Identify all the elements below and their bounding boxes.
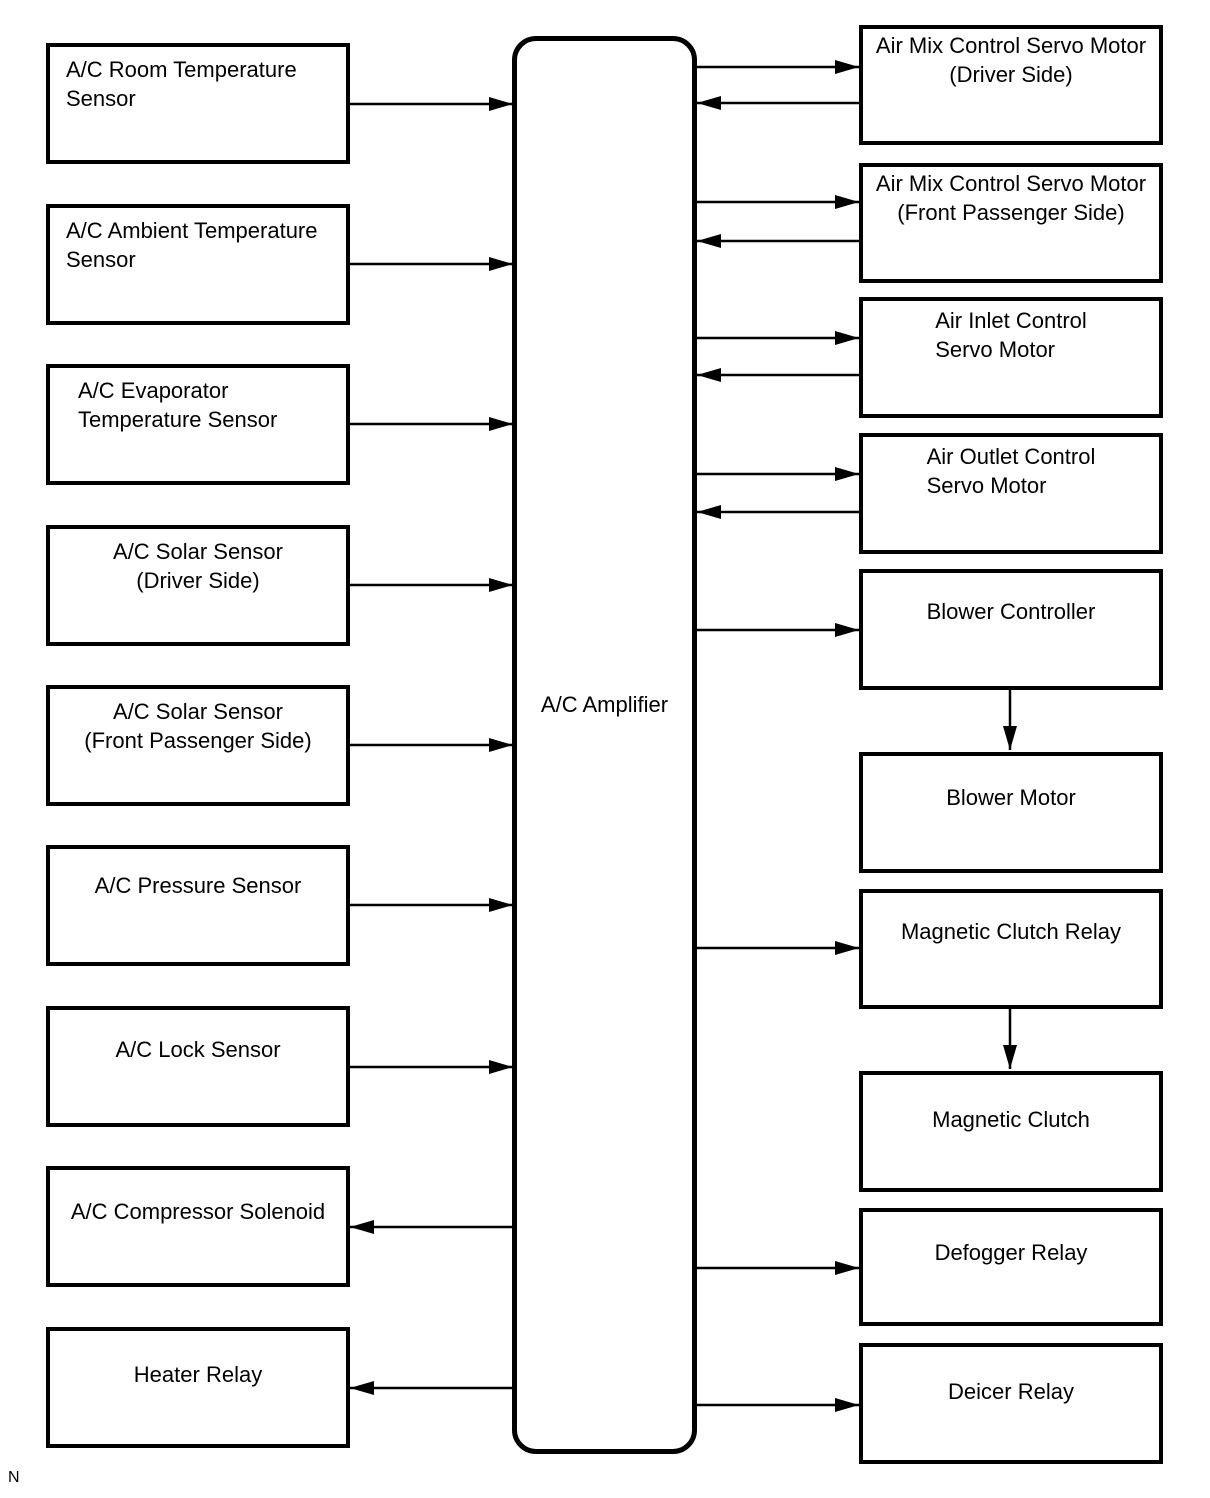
- node-label: Air Outlet Control: [926, 444, 1096, 469]
- node-air-mix-control-servo-motor-driver-side: Air Mix Control Servo Motor (Driver Side…: [859, 25, 1163, 145]
- node-label: Sensor: [66, 86, 136, 111]
- node-defogger-relay: Defogger Relay: [859, 1208, 1163, 1326]
- node-label: Blower Motor: [946, 785, 1076, 810]
- node-label: Air Mix Control Servo Motor: [875, 171, 1147, 196]
- node-label: A/C Ambient Temperature: [66, 218, 318, 243]
- node-ac-pressure-sensor: A/C Pressure Sensor: [46, 845, 350, 966]
- node-air-inlet-control-servo-motor: Air Inlet Control Servo Motor: [859, 297, 1163, 418]
- node-label: Magnetic Clutch: [932, 1107, 1090, 1132]
- node-label: A/C Amplifier: [540, 692, 669, 717]
- node-ac-solar-sensor-driver-side: A/C Solar Sensor (Driver Side): [46, 525, 350, 646]
- node-ac-solar-sensor-front-passenger-side: A/C Solar Sensor (Front Passenger Side): [46, 685, 350, 806]
- node-label: Heater Relay: [133, 1362, 263, 1387]
- node-label: Servo Motor: [935, 337, 1056, 362]
- node-label: (Front Passenger Side): [897, 200, 1125, 225]
- node-ac-amplifier: A/C Amplifier: [512, 36, 697, 1454]
- node-label: A/C Compressor Solenoid: [70, 1199, 326, 1224]
- node-magnetic-clutch-relay: Magnetic Clutch Relay: [859, 889, 1163, 1009]
- node-label: Air Inlet Control: [935, 308, 1087, 333]
- node-ac-ambient-temperature-sensor: A/C Ambient Temperature Sensor: [46, 204, 350, 325]
- node-ac-evaporator-temperature-sensor: A/C Evaporator Temperature Sensor: [46, 364, 350, 485]
- node-label: Deicer Relay: [948, 1379, 1074, 1404]
- node-label: A/C Solar Sensor: [113, 539, 283, 564]
- node-label: Air Mix Control Servo Motor: [875, 33, 1147, 58]
- node-label: (Front Passenger Side): [84, 728, 312, 753]
- node-label: A/C Evaporator: [78, 378, 229, 403]
- node-label: A/C Room Temperature: [66, 57, 297, 82]
- node-label: A/C Pressure Sensor: [94, 873, 302, 898]
- node-heater-relay: Heater Relay: [46, 1327, 350, 1448]
- node-label: Sensor: [66, 247, 136, 272]
- node-label: A/C Solar Sensor: [113, 699, 283, 724]
- node-air-mix-control-servo-motor-front-passenger-side: Air Mix Control Servo Motor (Front Passe…: [859, 163, 1163, 283]
- node-blower-motor: Blower Motor: [859, 752, 1163, 873]
- footnote-n: N: [8, 1469, 20, 1486]
- node-label: Temperature Sensor: [78, 407, 278, 432]
- node-ac-compressor-solenoid: A/C Compressor Solenoid: [46, 1166, 350, 1287]
- node-label: Servo Motor: [926, 473, 1047, 498]
- node-label: Magnetic Clutch Relay: [900, 919, 1122, 944]
- node-label: A/C Lock Sensor: [115, 1037, 281, 1062]
- node-ac-lock-sensor: A/C Lock Sensor: [46, 1006, 350, 1127]
- node-label: Blower Controller: [926, 599, 1096, 624]
- node-deicer-relay: Deicer Relay: [859, 1343, 1163, 1464]
- node-blower-controller: Blower Controller: [859, 569, 1163, 690]
- node-magnetic-clutch: Magnetic Clutch: [859, 1071, 1163, 1192]
- node-label: Defogger Relay: [934, 1240, 1088, 1265]
- node-ac-room-temperature-sensor: A/C Room Temperature Sensor: [46, 43, 350, 164]
- node-label: (Driver Side): [949, 62, 1073, 87]
- node-label: (Driver Side): [136, 568, 260, 593]
- node-air-outlet-control-servo-motor: Air Outlet Control Servo Motor: [859, 433, 1163, 554]
